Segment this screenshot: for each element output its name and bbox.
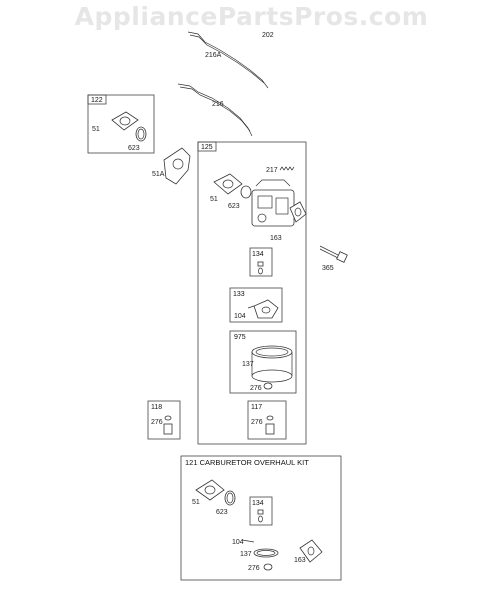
- box-134-b-label: 134: [252, 500, 264, 507]
- label-51-c: 51: [192, 499, 200, 506]
- rod-216-part[interactable]: [177, 83, 253, 137]
- kit-washer-276-part[interactable]: [263, 563, 273, 571]
- rod-216a-part[interactable]: [187, 31, 269, 89]
- screw-365-part[interactable]: [319, 245, 348, 263]
- box-134-a-label: 134: [252, 251, 264, 258]
- washer-276-a-part[interactable]: [263, 382, 273, 390]
- kit-pin-104-part[interactable]: [241, 539, 255, 543]
- screw-118-part[interactable]: [163, 415, 173, 435]
- label-216: 216: [212, 101, 224, 108]
- label-137-a: 137: [242, 361, 254, 368]
- box-133: [229, 287, 283, 323]
- kit-gasket-51-part[interactable]: [195, 479, 225, 501]
- label-202: 202: [262, 32, 274, 39]
- label-276-c: 276: [251, 419, 263, 426]
- kit-gasket-163-part[interactable]: [299, 539, 323, 563]
- box-133-label: 133: [233, 291, 245, 298]
- box-122-tag: [87, 94, 107, 105]
- bowl-gasket-975-part[interactable]: [251, 345, 293, 383]
- label-276-d: 276: [248, 565, 260, 572]
- label-104-b: 104: [232, 539, 244, 546]
- label-623-c: 623: [216, 509, 228, 516]
- label-216a: 216A: [205, 52, 222, 59]
- intake-gasket-51-part[interactable]: [111, 111, 139, 131]
- label-276-a: 276: [250, 385, 262, 392]
- kit-title: 121 CARBURETOR OVERHAUL KIT: [185, 458, 309, 467]
- box-118: [147, 400, 181, 440]
- label-623-b: 623: [228, 203, 240, 210]
- box-125-tag: [197, 141, 217, 152]
- watermark-logo: AppliancePartsPros.com: [74, 2, 429, 31]
- box-134-b: [249, 496, 273, 526]
- box-125-label: 125: [201, 144, 213, 151]
- o-ring-623-b-part[interactable]: [240, 185, 252, 199]
- kit-o-ring-623-part[interactable]: [224, 490, 236, 506]
- label-276-b: 276: [151, 419, 163, 426]
- label-104-a: 104: [234, 313, 246, 320]
- gasket-51-part[interactable]: [213, 173, 243, 195]
- screw-117-part[interactable]: [265, 415, 275, 435]
- label-163-b: 163: [294, 557, 306, 564]
- float-133-part[interactable]: [253, 299, 279, 319]
- label-51-b: 51: [210, 196, 218, 203]
- box-121-kit: [180, 455, 342, 581]
- label-51a: 51A: [152, 171, 165, 178]
- spacer-51a-part[interactable]: [163, 147, 191, 185]
- kit-gasket-137-part[interactable]: [253, 548, 279, 558]
- spring-217-part[interactable]: [279, 166, 295, 171]
- box-117-label: 117: [251, 404, 262, 411]
- carburetor-part[interactable]: [251, 179, 295, 227]
- box-125: [197, 141, 307, 445]
- label-163-a: 163: [270, 235, 282, 242]
- kit-jet-134-part[interactable]: [257, 509, 264, 523]
- jet-134-part[interactable]: [257, 261, 264, 275]
- o-ring-623-part[interactable]: [135, 126, 147, 142]
- box-118-label: 118: [151, 404, 162, 411]
- label-365: 365: [322, 265, 334, 272]
- label-623-a: 623: [128, 145, 140, 152]
- box-134-a: [249, 247, 273, 277]
- box-117: [247, 400, 287, 440]
- gasket-163-part[interactable]: [289, 201, 307, 223]
- box-122-label: 122: [91, 97, 103, 104]
- box-122: [87, 94, 155, 154]
- box-975-label: 975: [234, 334, 246, 341]
- box-975: [229, 330, 297, 394]
- pin-104-part[interactable]: [247, 305, 255, 309]
- label-137-b: 137: [240, 551, 252, 558]
- label-51-a: 51: [92, 126, 100, 133]
- label-217: 217: [266, 167, 278, 174]
